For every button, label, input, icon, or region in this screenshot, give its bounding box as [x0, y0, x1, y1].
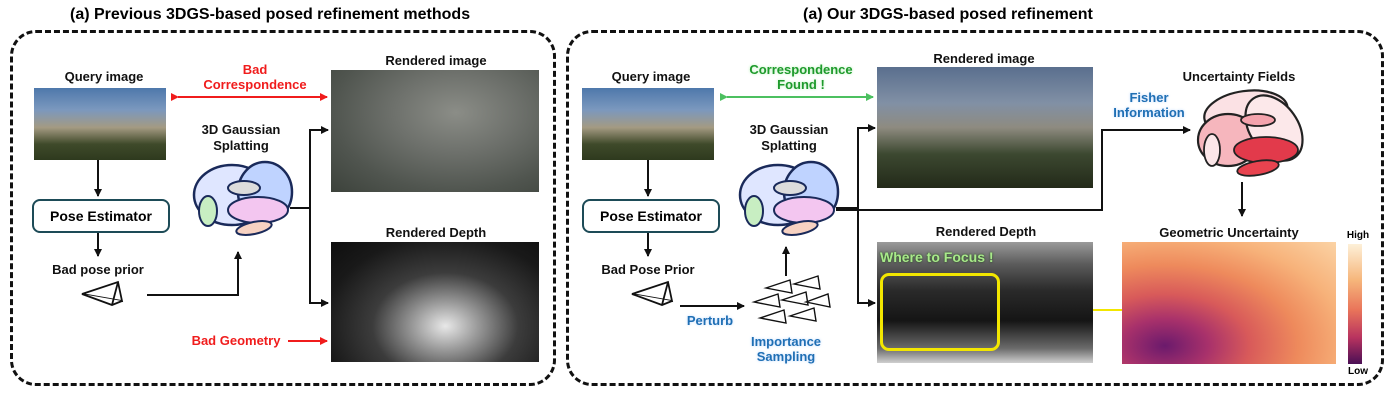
- where-to-focus-label: Where to Focus !: [880, 249, 994, 265]
- uncertainty-fields-icon: [1196, 89, 1304, 177]
- left-bad-correspondence-label: Bad Correspondence: [203, 62, 307, 92]
- right-rendered-depth-label: Rendered Depth: [935, 224, 1037, 239]
- right-correspondence-found-label: Correspondence Found !: [749, 62, 853, 92]
- geometric-uncertainty-map: [1122, 242, 1336, 364]
- right-rendered-depth: [877, 242, 1093, 363]
- geometric-uncertainty-label: Geometric Uncertainty: [1159, 225, 1299, 240]
- uncertainty-colorbar: [1348, 244, 1362, 364]
- perturb-label: Perturb: [686, 313, 734, 328]
- right-query-image-label: Query image: [611, 69, 691, 84]
- right-panel-title: (a) Our 3DGS-based posed refinement: [803, 6, 1093, 23]
- right-rendered-image-label: Rendered image: [933, 51, 1035, 66]
- left-gaussian-splatting-label: 3D Gaussian Splatting: [201, 122, 281, 153]
- left-panel-title: (a) Previous 3DGS-based posed refinement…: [70, 6, 471, 23]
- left-rendered-depth: [331, 242, 539, 362]
- left-rendered-depth-label: Rendered Depth: [385, 225, 487, 240]
- left-panel: [10, 30, 556, 386]
- left-pose-estimator-box: Pose Estimator: [32, 199, 170, 233]
- right-rendered-image: [877, 67, 1093, 188]
- right-gaussian-splatting-icon: [738, 160, 840, 236]
- left-rendered-image: [331, 70, 539, 192]
- fisher-information-label: Fisher Information: [1113, 90, 1185, 120]
- uncertainty-fields-label: Uncertainty Fields: [1182, 69, 1296, 84]
- left-rendered-image-label: Rendered image: [385, 53, 487, 68]
- left-bad-pose-prior-label: Bad pose prior: [52, 262, 144, 277]
- right-pose-estimator-box: Pose Estimator: [582, 199, 720, 233]
- right-gaussian-splatting-label: 3D Gaussian Splatting: [749, 122, 829, 153]
- right-bad-pose-prior-label: Bad Pose Prior: [601, 262, 695, 277]
- left-gaussian-splatting-icon: [192, 160, 294, 236]
- right-panel: [566, 30, 1384, 386]
- right-pose-estimator-label: Pose Estimator: [600, 208, 702, 224]
- focus-region-box: [880, 273, 1000, 351]
- left-bad-geometry-label: Bad Geometry: [191, 333, 281, 348]
- left-pose-estimator-label: Pose Estimator: [50, 208, 152, 224]
- colorbar-low-label: Low: [1348, 366, 1368, 377]
- colorbar-high-label: High: [1346, 230, 1370, 241]
- right-camera-icon: [631, 280, 674, 306]
- importance-sampling-label: Importance Sampling: [750, 334, 822, 364]
- left-query-image: [34, 88, 166, 160]
- left-query-image-label: Query image: [64, 69, 144, 84]
- sampled-cameras-icon: [751, 275, 831, 324]
- right-query-image: [582, 88, 714, 160]
- left-camera-icon: [81, 280, 124, 306]
